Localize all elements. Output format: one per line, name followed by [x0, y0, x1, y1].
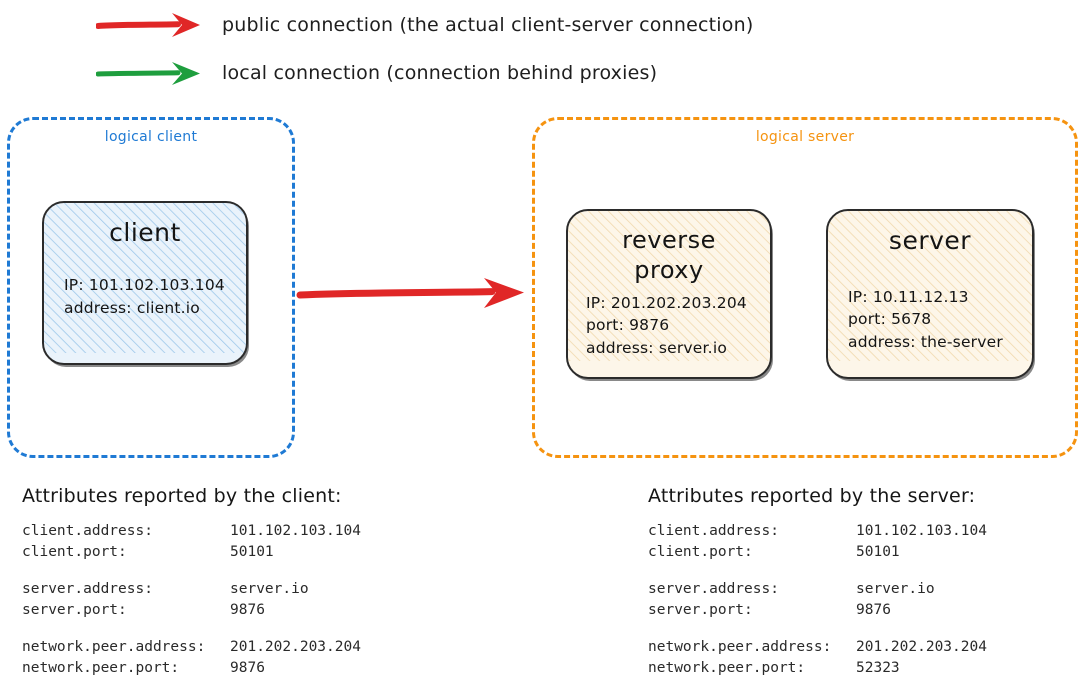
- node-client[interactable]: client IP: 101.102.103.104 address: clie…: [42, 201, 248, 365]
- table-row: client.address: 101.102.103.104: [22, 521, 361, 542]
- attr-value: 201.202.203.204: [856, 639, 987, 656]
- attr-key: client.address:: [648, 523, 779, 539]
- node-client-address: address: client.io: [64, 298, 200, 317]
- node-client-ip: IP: 101.102.103.104: [64, 276, 225, 295]
- attr-key: network.peer.address:: [22, 639, 206, 656]
- attr-key: network.peer.address:: [648, 639, 832, 656]
- attr-value: 101.102.103.104: [856, 523, 987, 539]
- node-client-details: IP: 101.102.103.104 address: client.io: [60, 274, 230, 353]
- node-client-title: client: [109, 218, 181, 247]
- attr-key: server.port:: [648, 602, 753, 619]
- attributes-server-group-client: client.address: 101.102.103.104 client.p…: [648, 521, 987, 563]
- hatch-pattern-blue: [44, 203, 246, 353]
- legend-label-public: public connection (the actual client-ser…: [222, 14, 754, 36]
- attr-key: client.port:: [648, 544, 753, 561]
- attr-key: client.port:: [22, 544, 127, 561]
- node-server[interactable]: server IP: 10.11.12.13 port: 5678 addres…: [826, 209, 1034, 379]
- attr-key: server.port:: [22, 602, 127, 619]
- green-arrow-icon: [96, 62, 200, 85]
- logical-client-group: logical client: [7, 117, 295, 458]
- attributes-client-group-network: network.peer.address: 201.202.203.204 ne…: [22, 637, 361, 679]
- table-row: network.peer.address: 201.202.203.204: [22, 637, 361, 658]
- attributes-server-group-server: server.address: server.io server.port: 9…: [648, 579, 987, 621]
- node-reverse-proxy-ip: IP: 201.202.203.204: [586, 293, 747, 312]
- table-row: client.port: 50101: [648, 542, 987, 563]
- node-reverse-proxy[interactable]: reverse proxy IP: 201.202.203.204 port: …: [566, 209, 772, 379]
- table-row: server.port: 9876: [22, 600, 361, 621]
- legend-item-local: local connection (connection behind prox…: [96, 56, 657, 90]
- attr-value: 201.202.203.204: [230, 639, 361, 656]
- node-server-ip: IP: 10.11.12.13: [848, 287, 969, 306]
- attr-key: client.address:: [22, 523, 153, 539]
- attr-value: 101.102.103.104: [230, 523, 361, 539]
- table-row: server.address: server.io: [22, 579, 361, 600]
- table-row: server.port: 9876: [648, 600, 987, 621]
- attr-key: network.peer.port:: [648, 660, 806, 677]
- node-reverse-proxy-address: address: server.io: [586, 338, 728, 357]
- node-server-port: port: 5678: [848, 310, 932, 329]
- node-reverse-proxy-details: IP: 201.202.203.204 port: 9876 address: …: [584, 292, 754, 367]
- table-row: client.port: 50101: [22, 542, 361, 563]
- logical-server-title: logical server: [755, 129, 855, 145]
- attr-value: server.io: [856, 581, 935, 598]
- attr-value: 52323: [856, 660, 900, 677]
- table-row: network.peer.address: 201.202.203.204: [648, 637, 987, 658]
- hatch-pattern-cream: [828, 211, 1032, 361]
- attributes-server-heading: Attributes reported by the server:: [648, 485, 976, 507]
- attr-value: 9876: [856, 602, 891, 619]
- node-server-title: server: [888, 226, 972, 255]
- attributes-server-group-network: network.peer.address: 201.202.203.204 ne…: [648, 637, 987, 679]
- attr-key: network.peer.port:: [22, 660, 180, 677]
- table-row: network.peer.port: 52323: [648, 658, 987, 679]
- table-row: server.address: server.io: [648, 579, 987, 600]
- node-reverse-proxy-port: port: 9876: [586, 316, 670, 335]
- attr-key: server.address:: [648, 581, 779, 598]
- public-connection-arrow: [296, 278, 524, 308]
- node-server-details: IP: 10.11.12.13 port: 5678 address: the-…: [844, 286, 1016, 367]
- legend-item-public: public connection (the actual client-ser…: [96, 8, 753, 42]
- attributes-server-block: Attributes reported by the server: clien…: [648, 485, 987, 679]
- attr-value: server.io: [230, 581, 309, 598]
- table-row: client.address: 101.102.103.104: [648, 521, 987, 542]
- node-reverse-proxy-title: reverse proxy: [622, 226, 716, 284]
- attr-value: 50101: [856, 544, 900, 561]
- attr-value: 50101: [230, 544, 274, 561]
- attr-value: 9876: [230, 602, 265, 619]
- attr-key: server.address:: [22, 581, 153, 598]
- logical-server-group: logical server: [532, 117, 1078, 458]
- logical-client-title: logical client: [104, 129, 198, 145]
- legend-label-local: local connection (connection behind prox…: [222, 62, 658, 84]
- attributes-client-group-client: client.address: 101.102.103.104 client.p…: [22, 521, 361, 563]
- attributes-client-block: Attributes reported by the client: clien…: [22, 485, 361, 679]
- attr-value: 9876: [230, 660, 265, 677]
- hatch-pattern-cream: [568, 211, 770, 361]
- attributes-client-heading: Attributes reported by the client:: [22, 485, 342, 507]
- table-row: network.peer.port: 9876: [22, 658, 361, 679]
- red-arrow-icon: [96, 13, 200, 37]
- attributes-client-group-server: server.address: server.io server.port: 9…: [22, 579, 361, 621]
- node-server-address: address: the-server: [848, 332, 1003, 351]
